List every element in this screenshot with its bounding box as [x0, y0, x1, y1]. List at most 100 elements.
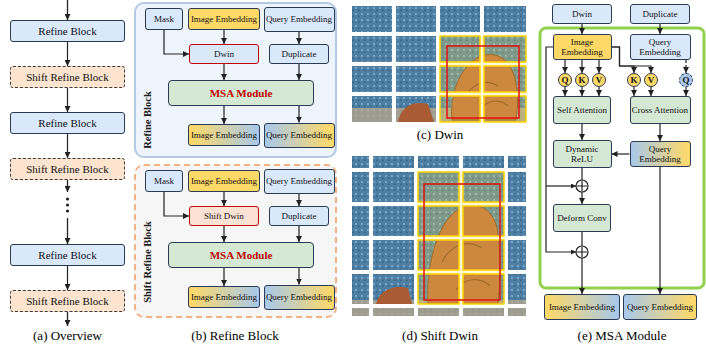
- node-text: Refine Block: [38, 25, 96, 37]
- node-text: V: [596, 76, 603, 85]
- node-text: Query Embedding: [632, 37, 689, 57]
- operation-box: Deform Conv: [553, 204, 611, 232]
- arrow-connector: [298, 32, 299, 45]
- node-text: Shift Refine Block: [26, 71, 109, 83]
- window-gaps: [352, 156, 526, 316]
- arrow-connector: [67, 266, 68, 290]
- shift-dwin-box: Shift Dwin: [189, 206, 259, 226]
- node-text: Image Embedding: [191, 130, 257, 140]
- msa-module-box: MSA Module: [168, 242, 314, 268]
- shift-refine-box: Shift Refine Block: [10, 158, 125, 180]
- rock-object: [398, 103, 434, 122]
- window-gaps: [352, 6, 526, 122]
- arrow-connector: [223, 64, 224, 80]
- qkv-circle: V: [644, 73, 658, 87]
- image-tiles: [352, 6, 526, 122]
- add-symbol: [576, 246, 588, 258]
- shift-refine-block-ground: [134, 164, 337, 318]
- arrow-connector: [223, 268, 224, 286]
- arrow-connector: [223, 106, 224, 124]
- process-box: Dwin: [552, 4, 612, 24]
- arrow-connector: [581, 60, 582, 73]
- process-box: Query Embedding: [264, 169, 335, 194]
- flow-arrow: [67, 312, 68, 326]
- output-embedding-box: Image Embedding: [188, 286, 260, 308]
- panel-caption: (b) Refine Block: [191, 328, 278, 344]
- window-outline: [440, 36, 526, 122]
- arrow-connector: [223, 192, 224, 206]
- rock-object: [376, 287, 412, 304]
- output-embedding-box: Query Embedding: [630, 141, 691, 167]
- node-text: Query Embedding: [266, 176, 332, 186]
- object-box: [424, 184, 500, 300]
- block-title: Shift Refine Block: [142, 221, 154, 303]
- arrow-connector: [650, 87, 651, 96]
- process-box: Duplicate: [269, 44, 329, 64]
- node-text: Shift Refine Block: [26, 295, 109, 307]
- arrow-connector: [612, 153, 630, 154]
- arrow-connector: [564, 87, 565, 96]
- node-text: Dwin: [214, 49, 234, 59]
- refine-block-ground: [134, 2, 337, 158]
- node-text: Image Embedding: [191, 292, 257, 302]
- arrow-connector: [164, 192, 189, 216]
- qkv-circle: K: [575, 73, 589, 87]
- output-embedding-box: Image Embedding: [544, 294, 620, 320]
- arrow-connector: [685, 60, 686, 73]
- qkv-circle: V: [592, 73, 606, 87]
- node-text: K: [630, 76, 637, 85]
- shift-refine-block-panel: MaskImage EmbeddingQuery EmbeddingShift …: [134, 164, 337, 318]
- node-text: Refine Block: [38, 117, 96, 129]
- node-text: Refine Block: [38, 249, 96, 261]
- qkv-circle: Q: [558, 73, 572, 87]
- add-symbol: [577, 247, 587, 257]
- arrow-connector: [659, 167, 660, 294]
- process-box: Query Embedding: [264, 7, 335, 32]
- flow-arrow: [67, 218, 68, 244]
- process-box: Duplicate: [269, 206, 329, 226]
- arrow-connector: [67, 42, 68, 66]
- arrow-connector: [581, 232, 582, 294]
- msa-module-box: MSA Module: [168, 80, 314, 106]
- arrow-connector: [598, 87, 599, 96]
- arrow-connector: [67, 88, 68, 112]
- node-text: Self Attention: [557, 105, 607, 115]
- arrow-connector: [298, 268, 299, 285]
- add-symbol: [577, 181, 587, 191]
- node-text: Image Embedding: [191, 14, 257, 24]
- process-box: Mask: [145, 170, 183, 192]
- residual-line: [546, 185, 576, 186]
- ellipsis-dot: [66, 209, 69, 212]
- process-box: Refine Block: [10, 20, 125, 42]
- node-text: Duplicate: [282, 211, 317, 221]
- panel-caption: (a) Overview: [33, 328, 102, 344]
- node-text: Image Embedding: [555, 37, 610, 57]
- output-embedding-box: Query Embedding: [264, 285, 335, 310]
- arrow-connector: [581, 124, 582, 140]
- node-text: V: [648, 76, 655, 85]
- window-outline: [418, 172, 504, 304]
- arrow-connector: [659, 124, 660, 141]
- embedding-box: Image Embedding: [553, 34, 612, 60]
- operation-box: Self Attention: [553, 96, 611, 124]
- refine-block-panel: MaskImage EmbeddingQuery EmbeddingDwinDu…: [134, 2, 337, 158]
- embedding-box: Image Embedding: [188, 8, 260, 30]
- node-text: Mask: [154, 14, 174, 24]
- node-text: Mask: [154, 176, 174, 186]
- arrow-connector: [298, 106, 299, 123]
- arrow-connector: [67, 134, 68, 158]
- node-text: Duplicate: [282, 49, 317, 59]
- qkv-circle: K: [627, 73, 641, 87]
- arrow-connector: [598, 60, 599, 73]
- node-text: Shift Dwin: [204, 211, 244, 221]
- msa-module-frame: [540, 28, 704, 288]
- node-text: Image Embedding: [549, 302, 615, 312]
- add-symbol: [576, 180, 588, 192]
- node-text: Cross Attention: [632, 105, 688, 115]
- shift-refine-box: Shift Refine Block: [10, 66, 125, 88]
- query-circle: Q: [679, 73, 693, 87]
- image-tiles: [352, 156, 526, 316]
- node-text: K: [578, 76, 585, 85]
- node-text: Query Embedding: [632, 144, 689, 164]
